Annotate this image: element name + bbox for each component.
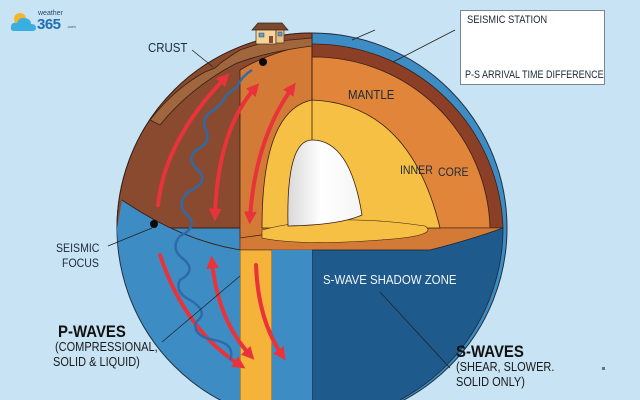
logo-suffix: .com (67, 24, 76, 29)
label-mantle: MANTLE (348, 87, 395, 102)
p-waves-desc-line2: SOLID & LIQUID) (53, 355, 140, 369)
cloud-sun-icon (10, 13, 37, 31)
p-waves-desc-line1: (COMPRESSIONAL, (55, 340, 158, 354)
seismic-station-panel: SEISMIC STATION P-S ARRIVAL TIME DIFFERE… (460, 10, 605, 85)
seismic-station-title: SEISMIC STATION (467, 14, 548, 26)
weather365-logo: weather 365 .com (10, 9, 80, 35)
p-wave-arrows (156, 73, 296, 369)
logo-number: 365 (37, 16, 61, 33)
earth-sphere (116, 32, 508, 400)
label-seismic-focus-line1: SEISMIC (56, 241, 100, 255)
p-waves-title: P-WAVES (58, 322, 126, 341)
s-wave-squiggle (174, 69, 253, 361)
label-crust: CRUST (148, 40, 188, 55)
label-inner-core-b: CORE (438, 165, 469, 179)
s-waves-title: S-WAVES (456, 342, 524, 361)
crust-surface (149, 37, 313, 126)
label-inner-core-a: INNER (400, 163, 433, 177)
surface-epicenter-dot (259, 58, 267, 66)
logo-word: weather (38, 10, 63, 17)
label-shadow-zone: S-WAVE SHADOW ZONE (323, 272, 457, 287)
label-seismic-focus-line2: FOCUS (62, 256, 99, 270)
leader-lines (107, 29, 456, 369)
seismic-station-footer: P-S ARRIVAL TIME DIFFERENCE (465, 69, 604, 81)
s-waves-desc-line1: (SHEAR, SLOWER. (456, 360, 555, 374)
seismic-focus-dot (150, 220, 158, 228)
watermark-dot (602, 367, 605, 370)
house-icon (251, 22, 289, 45)
s-waves-desc-line2: SOLID ONLY) (456, 375, 525, 389)
